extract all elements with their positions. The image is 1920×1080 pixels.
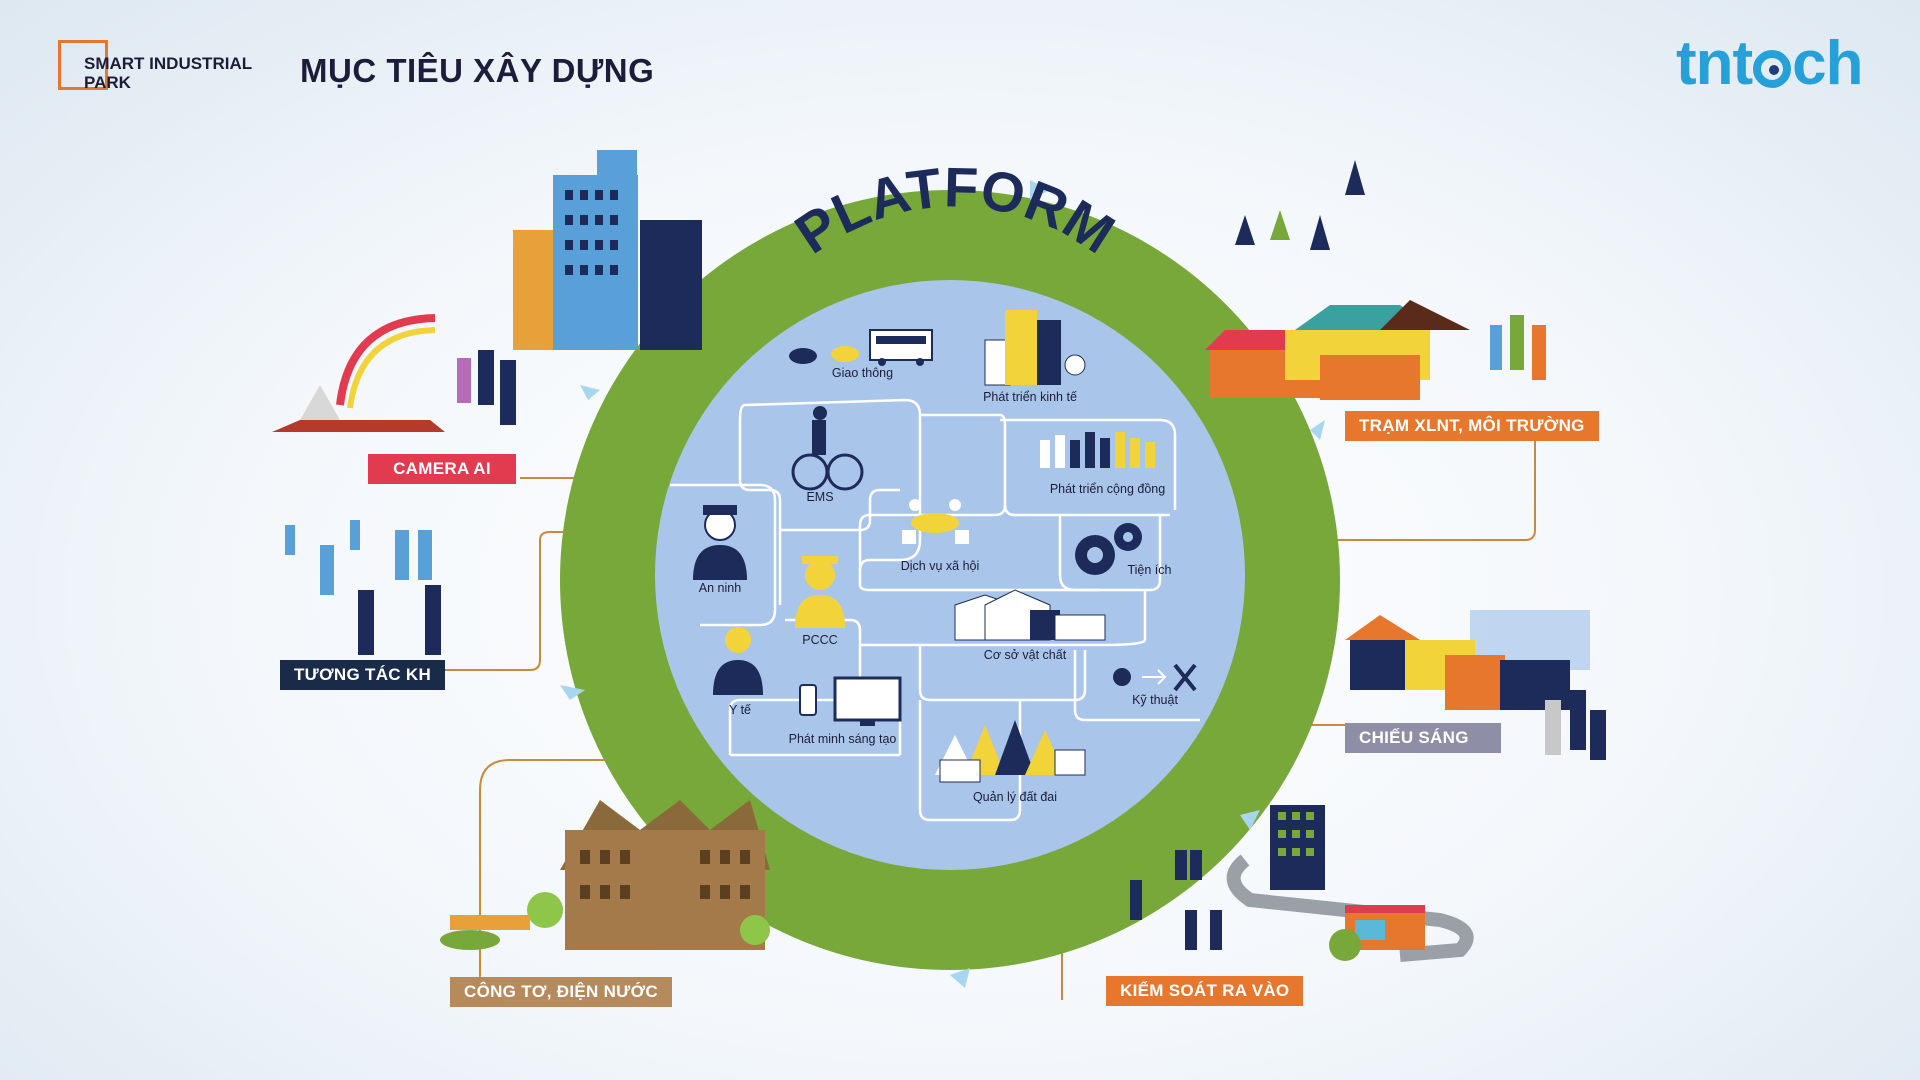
logo-frame-icon xyxy=(58,40,108,90)
people-camera-icon xyxy=(457,350,516,425)
access-control-illustration xyxy=(1130,805,1474,962)
service-network xyxy=(670,398,1200,822)
label-chieu-sang: CHIẾU SÁNG xyxy=(1345,723,1501,753)
service-y-te: Y tế xyxy=(728,703,751,717)
arrow-left-lower xyxy=(560,685,585,700)
icon-co-so-vat-chat xyxy=(954,589,1106,641)
service-giao-thong: Giao thông xyxy=(831,366,894,380)
service-ky-thuat: Kỹ thuật xyxy=(1132,693,1178,707)
service-phat-trien-cong-dong: Phát triển cộng đồng xyxy=(1049,482,1166,496)
label-tram-xlnt: TRẠM XLNT, MÔI TRƯỜNG xyxy=(1345,411,1599,441)
icon-ems xyxy=(791,406,864,491)
icon-ky-thuat xyxy=(1113,663,1197,692)
icon-y-te xyxy=(713,627,763,695)
icon-phat-trien-kinh-te xyxy=(984,310,1086,386)
service-dich-vu-xa-hoi: Dịch vụ xã hội xyxy=(900,559,980,573)
inner-circle xyxy=(655,280,1245,870)
service-tien-ich: Tiện ích xyxy=(1127,563,1172,577)
connector-tram xyxy=(1200,440,1536,541)
icon-dich-vu-xa-hoi xyxy=(902,499,969,544)
rainbow-illustration xyxy=(272,314,445,432)
people-crowd-icon xyxy=(285,520,441,655)
icon-phat-trien-cong-dong xyxy=(1040,432,1155,468)
label-kiem-soat-ra-vao: KIỂM SOÁT RA VÀO xyxy=(1106,976,1304,1006)
icon-phat-minh-sang-tao xyxy=(799,676,902,726)
label-camera-ai: CAMERA AI xyxy=(368,454,516,484)
icon-quan-ly-dat-dai xyxy=(935,720,1086,783)
icon-an-ninh xyxy=(693,505,747,580)
arrow-left-upper xyxy=(580,385,600,400)
icon-pccc xyxy=(795,556,845,628)
arrow-right xyxy=(1310,420,1325,440)
service-phat-minh-sang-tao: Phát minh sáng tạo xyxy=(788,732,897,746)
village-trees-illustration xyxy=(1205,160,1470,400)
brand-prefix: tnt xyxy=(1676,29,1753,98)
service-quan-ly-dat-dai: Quản lý đất đai xyxy=(972,790,1058,804)
ring-arrows xyxy=(560,180,1325,988)
icon-giao-thong xyxy=(789,329,933,366)
city-buildings-illustration xyxy=(513,150,702,350)
label-tuong-tac-kh: TƯƠNG TÁC KH xyxy=(280,660,446,690)
service-ems: EMS xyxy=(806,490,834,504)
brand-suffix: ch xyxy=(1792,29,1863,98)
service-phat-trien-kinh-te: Phát triển kinh tế xyxy=(983,390,1077,404)
park-logo-text: SMART INDUSTRIAL PARK xyxy=(84,54,252,92)
label-cong-to-dien-nuoc: CÔNG TƠ, ĐIỆN NƯỚC xyxy=(450,977,672,1007)
service-an-ninh: An ninh xyxy=(698,581,742,595)
arrow-bottom xyxy=(950,968,970,988)
page-title: MỤC TIÊU XÂY DỰNG xyxy=(300,52,655,89)
houses-lighting-illustration xyxy=(1345,610,1606,760)
arrow-top xyxy=(1030,180,1050,200)
brand-e-icon xyxy=(1753,50,1792,88)
icon-tien-ich xyxy=(1075,523,1142,575)
connector-tuongtac xyxy=(440,531,680,671)
arrow-bottom-right xyxy=(1240,810,1260,830)
service-co-so-vat-chat: Cơ sở vật chất xyxy=(983,648,1067,662)
people-env-icon xyxy=(1490,315,1546,380)
castle-utilities-illustration xyxy=(440,800,770,950)
service-pccc: PCCC xyxy=(802,633,838,647)
